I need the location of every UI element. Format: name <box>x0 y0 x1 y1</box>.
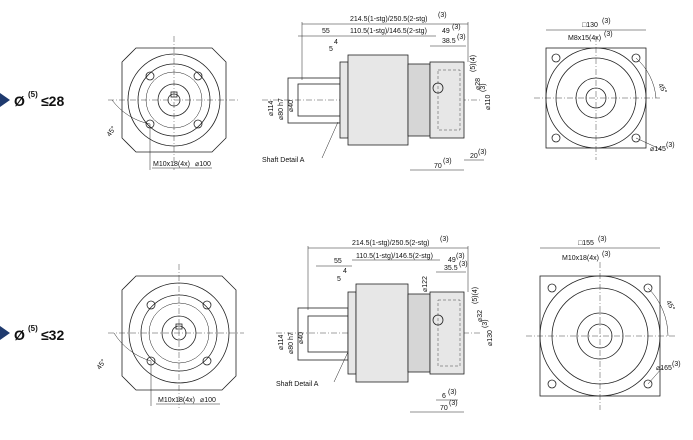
row-1-d20: 20 <box>470 153 478 160</box>
row-2-right-square-sup: (3) <box>598 236 607 243</box>
row-1-right-tap-sup: (3) <box>604 31 613 38</box>
row-2-side-view: 214.5(1-stg)/250.5(2-stg) (3) 110.5(1-st… <box>276 236 494 413</box>
row-2: Ø (5) ≤32 45° M10x18(4x) ⌀100 <box>0 236 681 413</box>
row-2-d20-sup: (3) <box>448 389 457 396</box>
row-1-d110: ⌀110 <box>485 95 492 110</box>
row-2-output-flange-view: 45° M10x18(4x) ⌀100 <box>95 264 244 408</box>
row-1-right-pcd: ⌀145 <box>650 146 666 153</box>
row-2-d28-sup: (5)(4) <box>472 287 479 304</box>
row-1-overall-length: 214.5(1-stg)/250.5(2-stg) (3) <box>350 12 447 23</box>
row-2-d110: ⌀130 <box>487 330 494 346</box>
row-2-right-angle: 45° <box>664 299 676 312</box>
row-1-right-square: □130 <box>582 22 598 29</box>
row-2-d55: 55 <box>334 258 342 265</box>
row-1-side-view: 214.5(1-stg)/250.5(2-stg) (3) 110.5(1-st… <box>262 12 492 171</box>
row-2-left-bolt: M10x18(4x) <box>158 397 195 404</box>
row-2-d38: 35.5 <box>444 265 458 272</box>
row-1-d38-sup: (3) <box>457 34 466 41</box>
row-1-right-pcd-sup: (3) <box>666 142 675 149</box>
row-2-right-square: □155 <box>578 240 594 247</box>
row-1-label: Ø (5) ≤28 <box>0 90 64 109</box>
row-1-left-angle: 45° <box>105 125 118 138</box>
row-1-d49: 49 <box>442 28 450 35</box>
row-1-shaft-label-prefix: Ø <box>14 93 25 109</box>
row-1-d55: 55 <box>322 28 330 35</box>
row-1-right-square-sup: (3) <box>602 18 611 25</box>
row-2-right-pcd: ⌀165 <box>656 365 672 372</box>
row-1-d80: ⌀80 h7 <box>278 98 285 120</box>
row-2-shaft-label-value: ≤32 <box>41 327 64 343</box>
row-2-label: Ø (5) ≤32 <box>0 324 64 343</box>
row-2-right-tap-sup: (3) <box>602 251 611 258</box>
row-1-right-angle: 45° <box>656 82 668 95</box>
row-1-overall-length-text: 214.5(1-stg)/250.5(2-stg) <box>350 16 427 23</box>
row-2-d110-sup: (3) <box>482 319 489 328</box>
row-2-d70-sup: (3) <box>449 400 458 407</box>
row-2-mid-length: 110.5(1-stg)/146.5(2-stg) <box>356 253 433 260</box>
row-2-d70: 70 <box>440 405 448 412</box>
row-2-d28: ⌀32 <box>477 310 484 322</box>
row-2-d80: ⌀80 h7 <box>288 332 295 354</box>
row-2-right-tap: M10x18(4x) <box>562 255 599 262</box>
row-1-d114: ⌀114 <box>268 101 275 116</box>
row-2-shaft-label-prefix: Ø <box>14 327 25 343</box>
row-1-output-flange-view: 45° M10x18(4x) ⌀100 <box>105 36 240 170</box>
row-1-d5: 5 <box>329 46 333 53</box>
marker-arrow-icon <box>0 326 10 340</box>
row-1-left-pcd: ⌀100 <box>195 161 211 168</box>
row-2-d49-sup: (3) <box>456 253 465 260</box>
row-1-d70-sup: (3) <box>443 158 452 165</box>
row-2-left-angle: 45° <box>95 358 108 371</box>
row-2-input-flange-view: □155 (3) M10x18(4x) (3) 45° ⌀165 (3) <box>526 236 681 410</box>
row-2-shaft-detail: Shaft Detail A <box>276 381 319 388</box>
row-1-shaft-detail: Shaft Detail A <box>262 157 305 164</box>
row-1-shaft-label-value: ≤28 <box>41 93 64 109</box>
row-1-input-flange-view: □130 (3) M8x15(4x) (3) 45° ⌀145 (3) <box>534 18 675 160</box>
row-1-d110-sup: (3) <box>480 83 487 92</box>
row-1-d20-sup: (3) <box>478 149 487 156</box>
row-2-left-pcd: ⌀100 <box>200 397 216 404</box>
row-2-overall-length-text: 214.5(1-stg)/250.5(2-stg) <box>352 240 429 247</box>
row-2-d114: ⌀114 <box>278 335 285 350</box>
row-1-d70: 70 <box>434 163 442 170</box>
row-1: Ø (5) ≤28 45° M10x18(4x) ⌀100 <box>0 12 675 171</box>
row-1-shaft-label-sup: (5) <box>28 90 38 99</box>
row-1-right-tap: M8x15(4x) <box>568 35 601 42</box>
row-1-d49-sup: (3) <box>452 24 461 31</box>
row-1-left-bolt: M10x18(4x) <box>153 161 190 168</box>
row-2-d49: 49 <box>448 257 456 264</box>
row-2-d5: 5 <box>337 276 341 283</box>
row-2-right-pcd-sup: (3) <box>672 361 681 368</box>
row-2-d38-sup: (3) <box>459 261 468 268</box>
row-2-d122: ⌀122 <box>422 276 429 292</box>
row-2-d40: ⌀40 <box>298 332 305 344</box>
row-2-d4: 4 <box>343 268 347 275</box>
marker-arrow-icon <box>0 93 10 107</box>
row-1-d28: ⌀28 <box>475 78 482 90</box>
row-1-d38: 38.5 <box>442 38 456 45</box>
row-1-mid-length: 110.5(1-stg)/146.5(2-stg) <box>350 28 427 35</box>
row-1-d4: 4 <box>334 39 338 46</box>
row-2-overall-length-sup: (3) <box>440 236 449 243</box>
row-1-overall-length-sup: (3) <box>438 12 447 19</box>
row-1-d28-sup: (5)(4) <box>470 55 477 72</box>
row-1-d40: ⌀40 <box>288 100 295 112</box>
row-2-shaft-label-sup: (5) <box>28 324 38 333</box>
row-2-d20: 6 <box>442 393 446 400</box>
